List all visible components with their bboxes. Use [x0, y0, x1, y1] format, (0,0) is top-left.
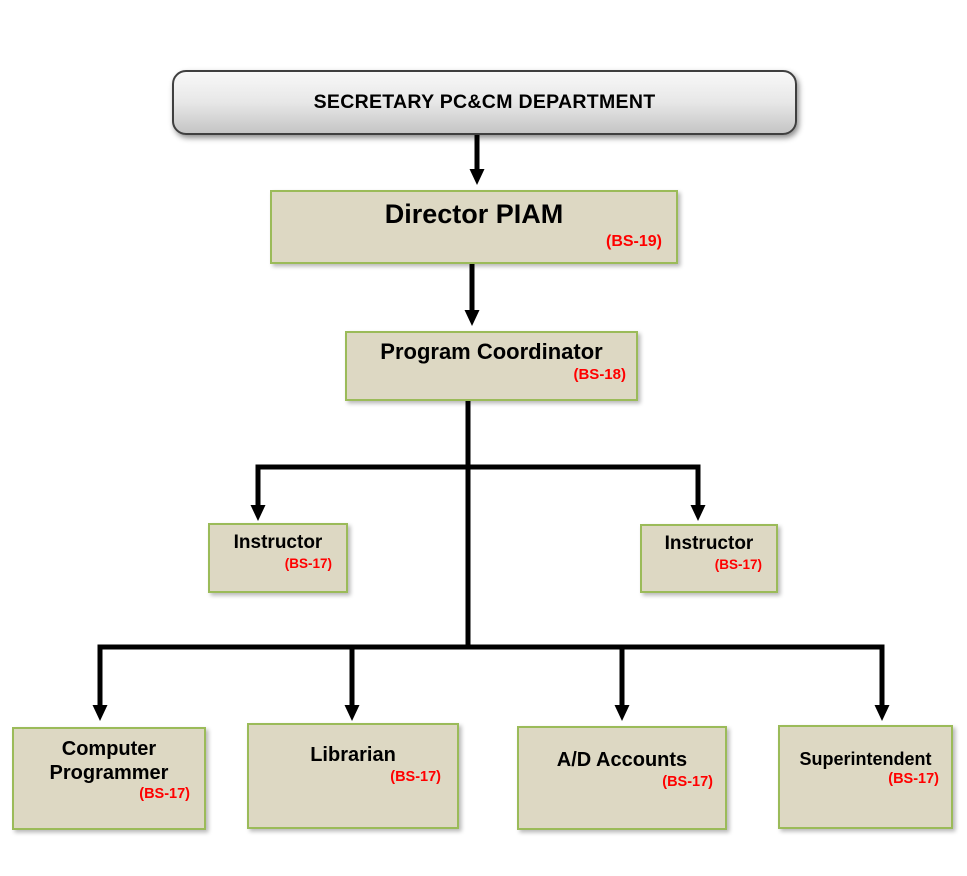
edge-program-coordinator-instructors: [250, 464, 706, 521]
node-director: Director PIAM (BS-19): [270, 190, 678, 264]
node-ad-accounts: A/D Accounts (BS-17): [517, 726, 727, 830]
node-secretary: SECRETARY PC&CM DEPARTMENT: [172, 70, 797, 135]
node-instructor-right: Instructor (BS-17): [640, 524, 778, 593]
grade-badge: (BS-17): [390, 768, 441, 785]
node-title: Instructor: [233, 532, 323, 553]
grade-badge: (BS-17): [284, 556, 332, 572]
node-instructor-left: Instructor (BS-17): [208, 523, 348, 593]
grade-badge: (BS-17): [888, 771, 939, 788]
node-title: Superintendent: [799, 749, 932, 769]
node-title: Program Coordinator: [380, 339, 603, 364]
edge-secretary-director: [469, 135, 485, 185]
node-librarian: Librarian (BS-17): [247, 723, 459, 829]
edge-program-coordinator-staff: [92, 644, 890, 721]
node-computer-programmer: Computer Programmer (BS-17): [12, 727, 206, 830]
grade-badge: (BS-18): [573, 365, 626, 383]
node-program-coordinator: Program Coordinator (BS-18): [345, 331, 638, 401]
node-title: Instructor: [664, 533, 754, 554]
grade-badge: (BS-19): [605, 232, 662, 250]
node-title: Director PIAM: [384, 199, 564, 229]
node-superintendent: Superintendent (BS-17): [778, 725, 953, 829]
grade-badge: (BS-17): [662, 773, 713, 790]
node-title: A/D Accounts: [556, 749, 688, 771]
node-title: Librarian: [310, 744, 396, 766]
edge-director-program-coordinator: [464, 264, 480, 326]
grade-badge: (BS-17): [139, 786, 190, 803]
node-title: SECRETARY PC&CM DEPARTMENT: [313, 91, 656, 113]
node-title: Computer Programmer: [49, 738, 169, 784]
grade-badge: (BS-17): [714, 557, 762, 573]
